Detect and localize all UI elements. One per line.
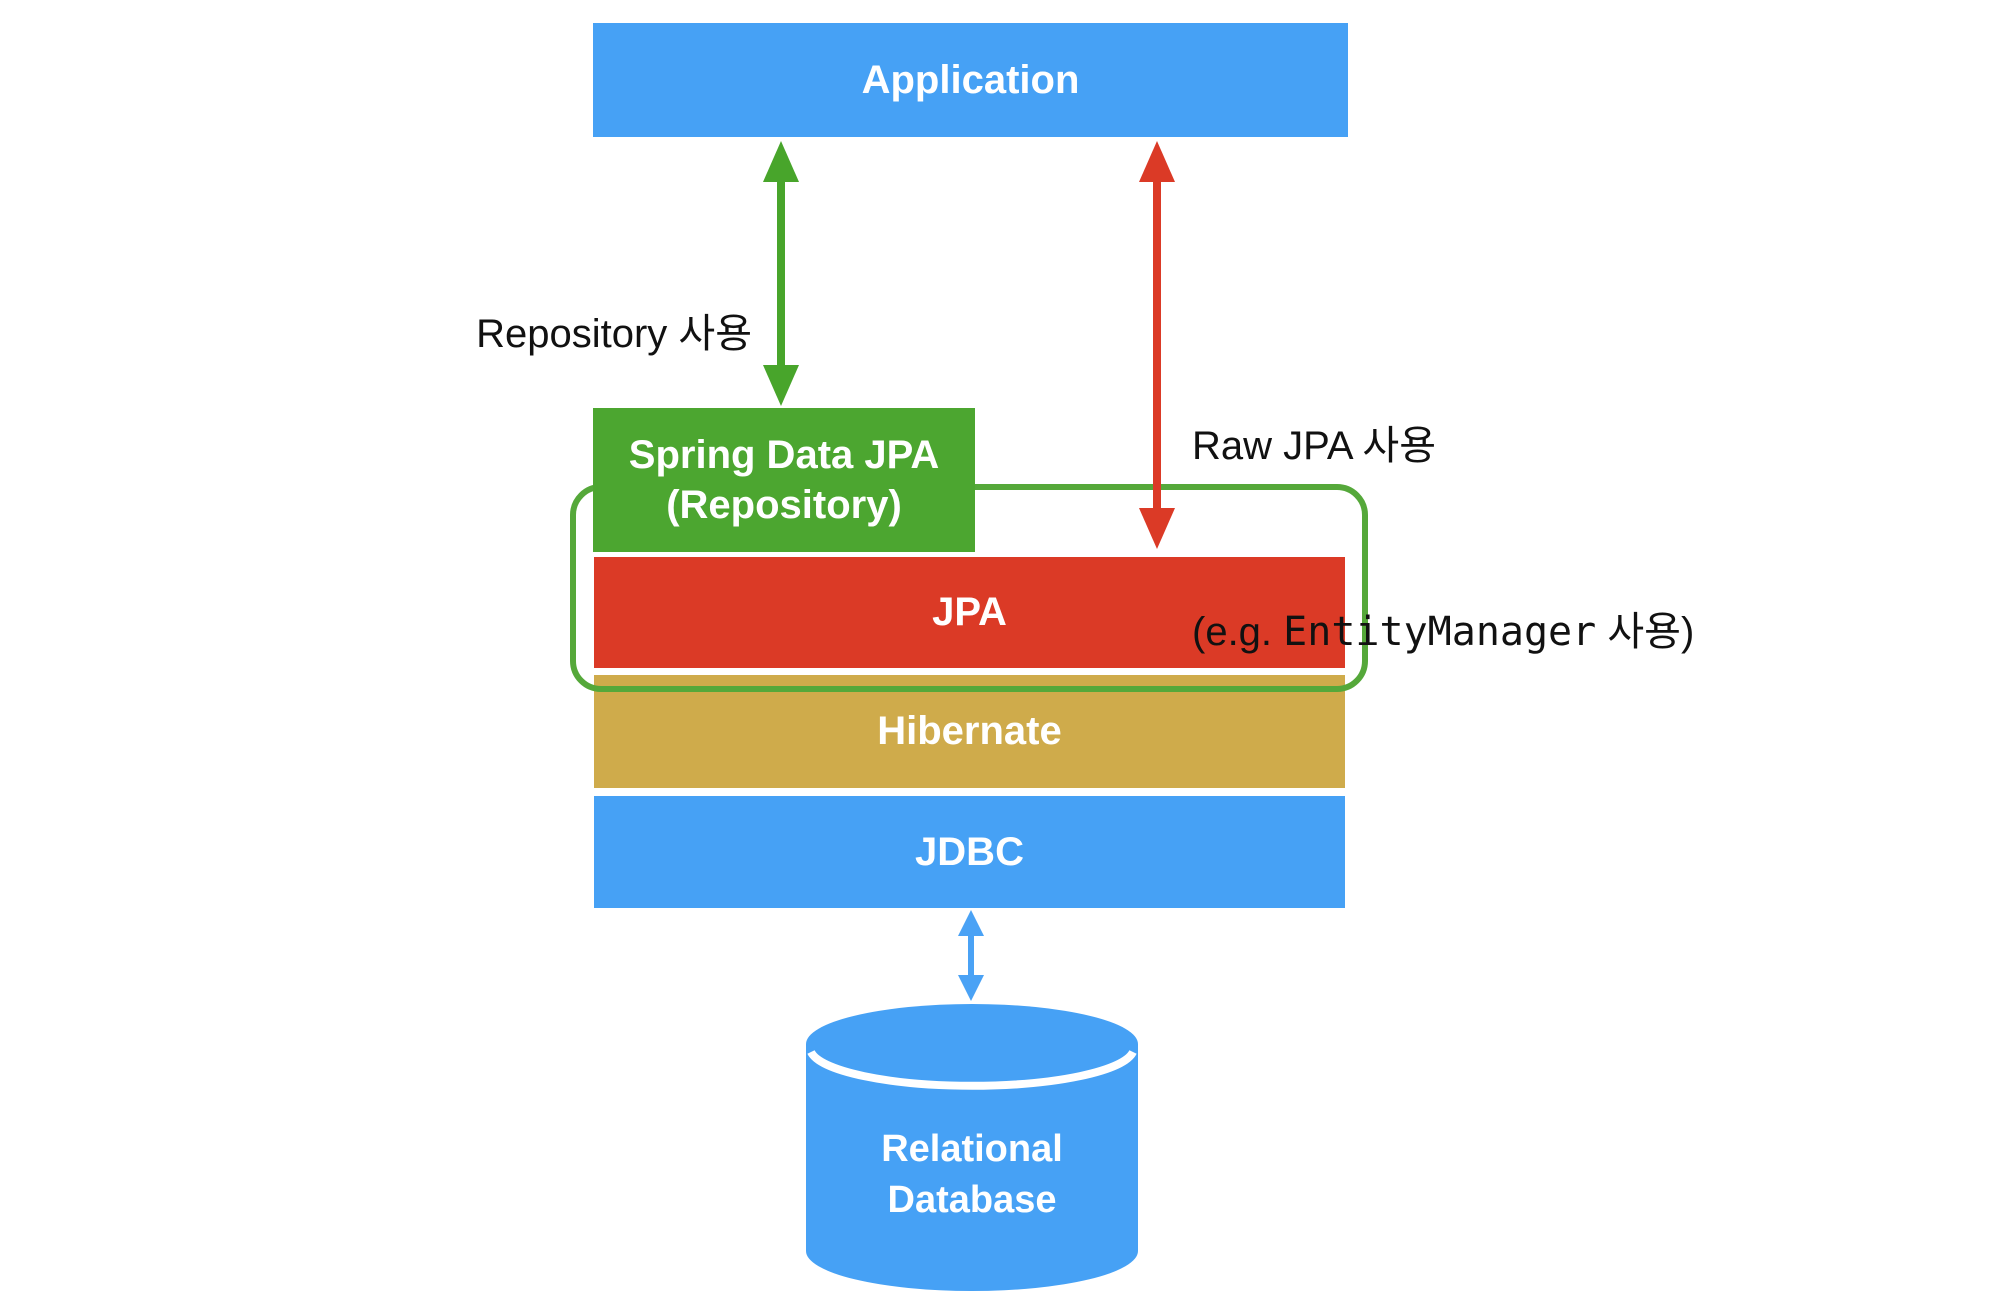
repository-usage-text: Repository 사용 [476, 312, 752, 356]
database-cylinder-cap-separator [807, 1049, 1137, 1090]
jpa-label: JPA [932, 590, 1007, 634]
repository-arrow [763, 141, 799, 406]
raw-jpa-usage-entitymanager-code: EntityManager [1283, 609, 1597, 655]
hibernate-box: Hibernate [594, 675, 1345, 788]
spring-data-jpa-label-line1: Spring Data JPA [628, 433, 940, 477]
database-cylinder-icon [806, 1004, 1138, 1291]
spring-data-jpa-label-line2: (Repository) [666, 483, 902, 527]
repository-usage-annotation: Repository 사용 [430, 241, 752, 427]
raw-jpa-usage-line2-suffix: 사용) [1596, 610, 1695, 654]
application-label: Application [861, 57, 1080, 102]
spring-data-jpa-box: Spring Data JPA (Repository) [593, 408, 975, 552]
jdbc-database-arrow-up-head-icon [958, 910, 984, 936]
relational-database-label-line2: Database [887, 1179, 1057, 1221]
jdbc-box: JDBC [594, 796, 1345, 908]
relational-database-label-line1: Relational [881, 1128, 1063, 1170]
jpa-box: JPA [594, 557, 1345, 668]
raw-jpa-arrow-up-head-icon [1139, 141, 1175, 182]
raw-jpa-arrow [1139, 141, 1175, 549]
raw-jpa-arrow-down-head-icon [1139, 508, 1175, 549]
raw-jpa-usage-annotation: Raw JPA 사용 (e.g. EntityManager 사용) [1192, 291, 1694, 787]
jdbc-label: JDBC [915, 829, 1024, 874]
raw-jpa-usage-line1: Raw JPA 사용 [1192, 424, 1437, 468]
raw-jpa-usage-line2-prefix: (e.g. [1192, 610, 1284, 654]
jdbc-database-arrow [958, 910, 984, 1001]
repository-arrow-up-head-icon [763, 141, 799, 182]
raw-jpa-usage-line2: (e.g. EntityManager 사용) [1192, 601, 1694, 663]
jdbc-database-arrow-down-head-icon [958, 975, 984, 1001]
database-cylinder-body [806, 1004, 1138, 1291]
application-box: Application [593, 23, 1348, 137]
relational-database-label: Relational Database [806, 1124, 1138, 1226]
repository-arrow-down-head-icon [763, 365, 799, 406]
hibernate-label: Hibernate [877, 709, 1062, 753]
